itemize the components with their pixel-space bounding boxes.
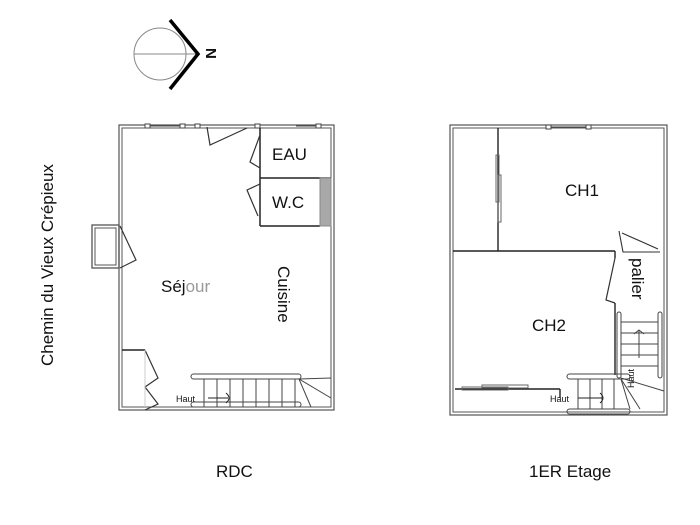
etage-plan [449, 124, 668, 416]
room-label-palier: palier [628, 258, 647, 300]
north-label: N [202, 48, 219, 59]
room-label-cuisine: Cuisine [274, 266, 293, 323]
room-label-eau: EAU [272, 145, 307, 164]
stair-label-palier: Haut [626, 368, 636, 388]
street-label: Chemin du Vieux Crépieux [38, 164, 57, 366]
floor-label-etage: 1ER Etage [529, 462, 611, 481]
compass-icon: N [133, 18, 219, 91]
room-label-wc: W.C [272, 193, 304, 212]
room-label-ch1: CH1 [565, 181, 599, 200]
stair-label-etage: Haut [550, 394, 570, 404]
stair-label-rdc: Haut [176, 394, 196, 404]
floor-label-rdc: RDC [216, 462, 253, 481]
rdc-plan [91, 123, 335, 411]
room-label-ch2: CH2 [532, 316, 566, 335]
room-label-sejour: Séjour [161, 277, 210, 296]
